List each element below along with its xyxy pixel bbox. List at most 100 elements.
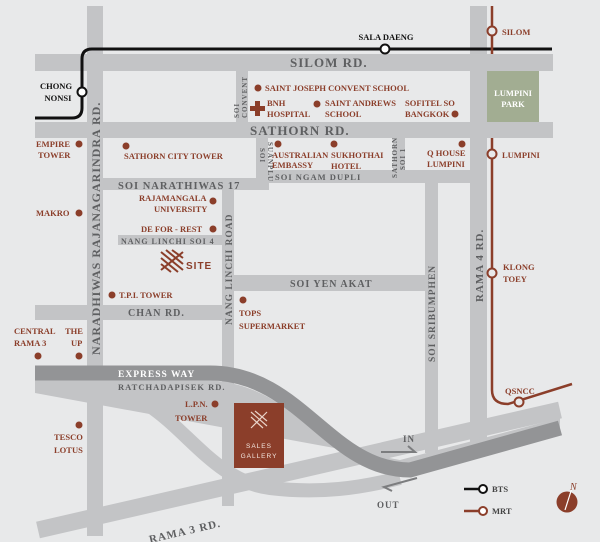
sales-gallery-logo-icon-part — [250, 410, 268, 429]
sathorn-road-label: SATHORN RD. — [250, 123, 350, 138]
out-label: OUT — [377, 500, 400, 510]
lumpini-park — [487, 71, 539, 122]
sales-gallery-label-part: GALLERY — [241, 453, 278, 460]
tesco-label-part: LOTUS — [54, 445, 83, 455]
points-of-interest-part — [34, 352, 42, 360]
tesco-label-part: TESCO — [54, 432, 83, 442]
yen-akat-label: SOI YEN AKAT — [290, 279, 373, 290]
north-compass-icon: N — [556, 482, 578, 513]
makro-label: MAKRO — [36, 208, 70, 218]
points-of-interest-part — [75, 421, 83, 429]
sathorn-road — [35, 122, 553, 138]
roads — [35, 6, 563, 539]
chong-nonsi-label-part: CHONG — [40, 81, 73, 91]
sala-daeng-station[interactable] — [379, 43, 391, 55]
soi-convent-label-part: SOI — [233, 103, 241, 118]
lumpini-park-label-part: PARK — [501, 99, 525, 109]
ratchadapisek-road — [35, 380, 560, 470]
klong-toey-label: KLONG TOEY — [503, 262, 535, 284]
empire-label-part: EMPIRE — [36, 139, 70, 149]
soi-convent-label: SOICONVENT — [233, 76, 249, 118]
chan-road-label: CHAN RD. — [128, 308, 185, 319]
sales-gallery-label-part: SALES — [246, 443, 272, 450]
rama4-road — [470, 6, 487, 446]
sofitel-label-part: SOFITEL SO — [405, 98, 455, 108]
points-of-interest-part — [122, 142, 130, 150]
klong-toey-label-part: KLONG — [503, 262, 535, 272]
sathorn-soi1-label-part: SATHORN — [391, 137, 399, 178]
in-label: IN — [403, 434, 415, 444]
rama4-label: RAMA 4 RD. — [474, 229, 486, 302]
points-of-interest-part — [330, 140, 338, 148]
soi-suanplu-label-part: SOI — [258, 148, 266, 163]
points-of-interest-part — [451, 110, 459, 118]
klong-toey-label-part: TOEY — [503, 274, 527, 284]
theup-label: THE UP — [65, 326, 83, 348]
qsncc-label: QSNCC — [505, 386, 535, 396]
saint-joseph-label: SAINT JOSEPH CONVENT SCHOOL — [265, 83, 409, 93]
saint-andrews-label-part: SAINT ANDREWS — [325, 98, 396, 108]
qsncc-station[interactable] — [513, 396, 525, 408]
out-arrow-icon — [381, 477, 418, 492]
tpi-label: T.P.I. TOWER — [119, 290, 173, 300]
naradhiwas-road-label: NARADHIWAS RAJANAGARINDRA RD. — [89, 102, 103, 355]
legend-mrt-label: MRT — [492, 506, 512, 516]
soi-convent-road — [236, 71, 248, 122]
silom-mrt-station[interactable] — [486, 25, 498, 37]
sathorn-soi1-label: SATHORNSOI 1 — [391, 137, 407, 178]
legend-bts-label: BTS — [492, 484, 508, 494]
sales-gallery[interactable]: SALES GALLERY — [234, 403, 284, 468]
lumpini-station-label: LUMPINI — [502, 150, 540, 160]
rama3-road — [36, 401, 562, 539]
bnh-label-part: BNH — [267, 98, 286, 108]
lumpini-park-label-part: LUMPINI — [494, 88, 532, 98]
klong-toey-station[interactable] — [486, 267, 498, 279]
qhouse-label-part: LUMPINI — [427, 159, 465, 169]
in-arrow-icon — [381, 445, 418, 453]
ratchadapisek-label: RATCHADAPISEK RD. — [118, 382, 226, 392]
sofitel-label-part: BANGKOK — [405, 109, 450, 119]
lpn-label-part: L.P.N. — [185, 399, 208, 409]
site-logo[interactable]: SITE — [160, 249, 212, 273]
rajamangala-label-part: RAJAMANGALA — [139, 193, 207, 203]
deforrest-label: DE FOR - REST — [141, 224, 202, 234]
legend-part — [478, 506, 488, 516]
theup-label-part: THE — [65, 326, 83, 336]
sales-gallery-label: SALES GALLERY — [241, 443, 278, 460]
points-of-interest-part — [313, 100, 321, 108]
nang-linchi-soi4-road — [118, 235, 222, 245]
theup-label-part: UP — [71, 338, 82, 348]
saint-andrews-label-part: SCHOOL — [325, 109, 362, 119]
silom-mrt-label: SILOM — [502, 27, 530, 37]
sathorn-city-label: SATHORN CITY TOWER — [124, 151, 224, 161]
chong-nonsi-station[interactable] — [76, 86, 88, 98]
sukhothai-label-part: SUKHOTHAI — [331, 150, 384, 160]
points-of-interest-part — [211, 400, 219, 408]
sales-gallery-logo-icon — [250, 410, 268, 429]
australian-label-part: EMBASSY — [272, 160, 313, 170]
soi-suanplu-road — [256, 138, 268, 190]
points-of-interest-part — [209, 225, 217, 233]
expressway-label: EXPRESS WAY — [118, 370, 195, 380]
legend: BTS MRT — [464, 484, 512, 516]
north-compass-icon-part — [564, 487, 573, 511]
rajamangala-label-part: UNIVERSITY — [154, 204, 207, 214]
site-pattern-icon-part — [160, 251, 184, 271]
expressway-road — [35, 365, 563, 478]
tops-label-part: TOPS — [239, 308, 261, 318]
site-pattern-icon — [160, 249, 184, 273]
site-label: SITE — [186, 261, 212, 272]
qhouse-label-part: Q HOUSE — [427, 148, 466, 158]
ngam-dupli-road — [268, 170, 470, 183]
lumpini-station[interactable] — [486, 148, 498, 160]
